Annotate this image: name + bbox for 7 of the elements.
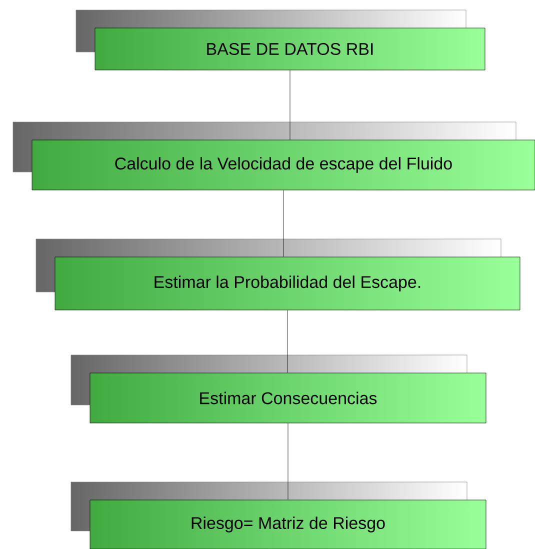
- connector-line: [283, 190, 284, 257]
- process-box: Estimar Consecuencias: [70, 354, 486, 424]
- process-box: Riesgo= Matriz de Riesgo: [70, 482, 486, 549]
- process-box: Estimar la Probabilidad del Escape.: [36, 238, 520, 310]
- process-box: Calculo de la Velocidad de escape del Fluido: [12, 122, 535, 190]
- connector-line: [287, 310, 288, 373]
- process-box: BASE DE DATOS RBI: [76, 10, 486, 70]
